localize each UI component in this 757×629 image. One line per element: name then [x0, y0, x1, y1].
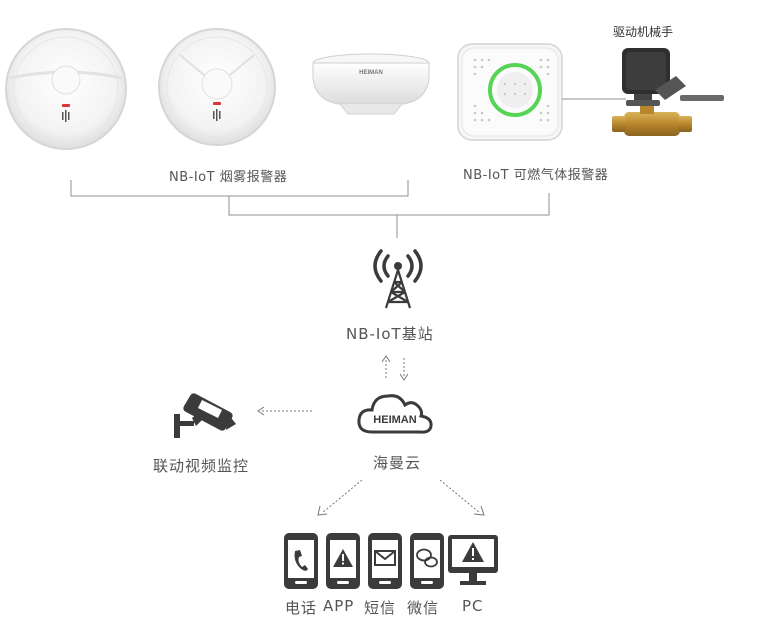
smoke-alarm-label: NB-IoT 烟雾报警器	[169, 170, 288, 185]
dotted-links	[262, 358, 481, 514]
cloud-logo-text: HEIMAN	[373, 414, 416, 426]
connection-lines	[70, 180, 550, 238]
wechat-phone-icon	[410, 533, 444, 589]
gas-grille	[473, 58, 550, 122]
cloud-icon: HEIMAN	[357, 394, 433, 434]
camera-label: 联动视频监控	[153, 457, 250, 475]
phone-label: 电话	[285, 599, 318, 617]
arrow-heads	[257, 355, 485, 516]
sms-label: 短信	[364, 599, 397, 617]
app-label: APP	[323, 597, 355, 615]
cctv-camera-icon	[174, 393, 236, 438]
phone-icon	[284, 533, 318, 589]
radio-tower-icon	[373, 249, 423, 309]
detector-brand-text: HEIMAN	[359, 70, 383, 76]
envelope-phone-icon	[368, 533, 402, 589]
cloud-label: 海曼云	[373, 454, 422, 472]
base-station-label: NB-IoT基站	[346, 325, 434, 343]
gas-alarm-label: NB-IoT 可燃气体报警器	[463, 168, 609, 183]
smoke-detector-2	[158, 28, 276, 146]
valve-label: 驱动机械手	[613, 25, 674, 39]
smoke-detector-1	[5, 28, 127, 150]
pc-label: PC	[462, 597, 484, 615]
warning-phone-icon	[326, 533, 360, 589]
terminal-icons	[284, 533, 498, 589]
valve-manipulator	[612, 48, 724, 136]
warning-monitor-icon	[448, 535, 498, 585]
wechat-label: 微信	[407, 599, 440, 617]
gas-detector	[457, 43, 563, 141]
smoke-detector-3: HEIMAN	[312, 53, 430, 115]
